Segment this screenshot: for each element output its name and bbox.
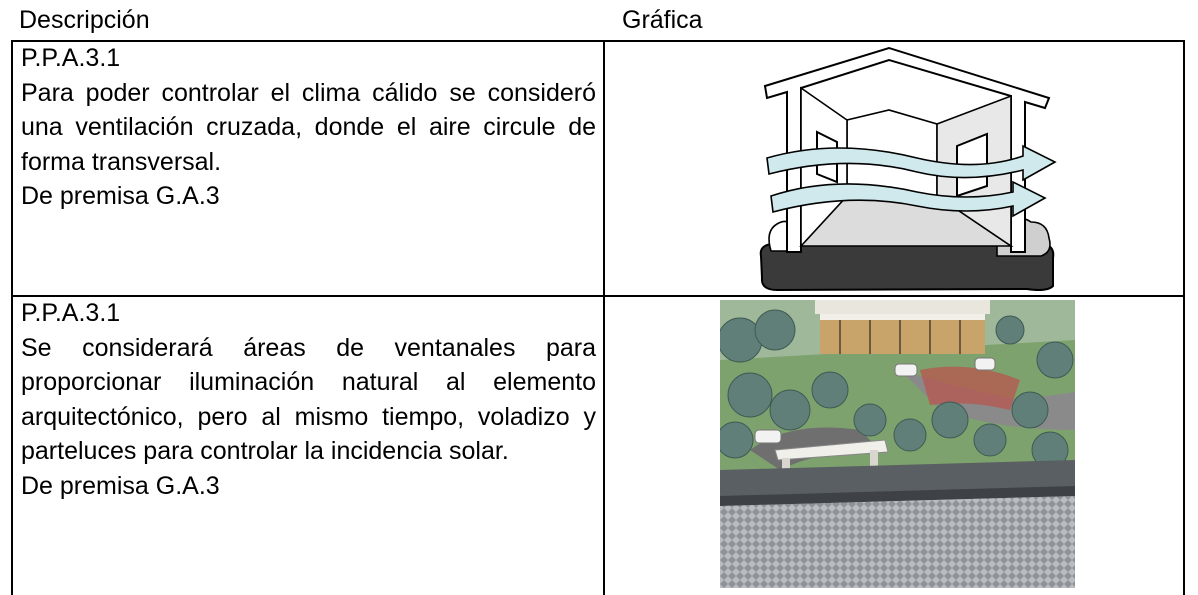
table-row: P.P.A.3.1 Se considerará áreas de ventan…	[11, 295, 1185, 595]
graphic-cell	[603, 40, 1185, 297]
column-header-description: Descripción	[19, 6, 150, 34]
architectural-3d-render	[720, 300, 1075, 588]
description-cell: P.P.A.3.1 Para poder controlar el clima …	[11, 40, 605, 297]
column-header-graphic: Gráfica	[622, 6, 703, 34]
premise-source: De premisa G.A.3	[21, 182, 220, 210]
premise-text: Se considerará áreas de ventanales para …	[21, 333, 596, 466]
premise-source: De premisa G.A.3	[21, 471, 220, 500]
graphic-cell	[603, 295, 1185, 595]
premise-text: Para poder controlar el clima cálido se …	[21, 78, 596, 176]
premise-code: P.P.A.3.1	[21, 299, 121, 327]
table-row: P.P.A.3.1 Para poder controlar el clima …	[11, 40, 1185, 297]
premises-table: P.P.A.3.1 Para poder controlar el clima …	[11, 40, 1185, 595]
premise-code: P.P.A.3.1	[21, 44, 121, 72]
description-cell: P.P.A.3.1 Se considerará áreas de ventan…	[11, 295, 605, 595]
cross-ventilation-diagram	[759, 46, 1057, 291]
